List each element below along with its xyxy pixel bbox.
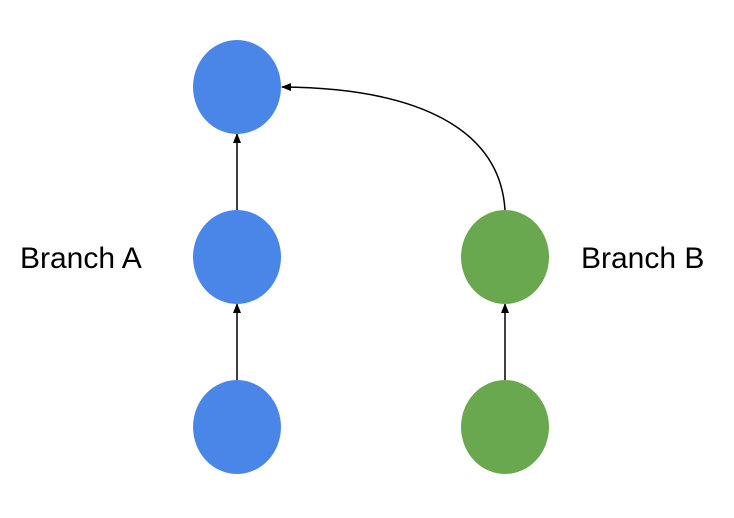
branch-b-label: Branch B — [581, 242, 704, 275]
branch-a-label: Branch A — [20, 242, 142, 275]
edge-b1-to-a1 — [281, 83, 506, 211]
commit-node-b-2 — [461, 380, 549, 474]
commit-node-a-1 — [193, 40, 281, 134]
commit-node-b-1 — [461, 210, 549, 304]
commit-node-a-3 — [193, 380, 281, 474]
commit-node-a-2 — [193, 210, 281, 304]
